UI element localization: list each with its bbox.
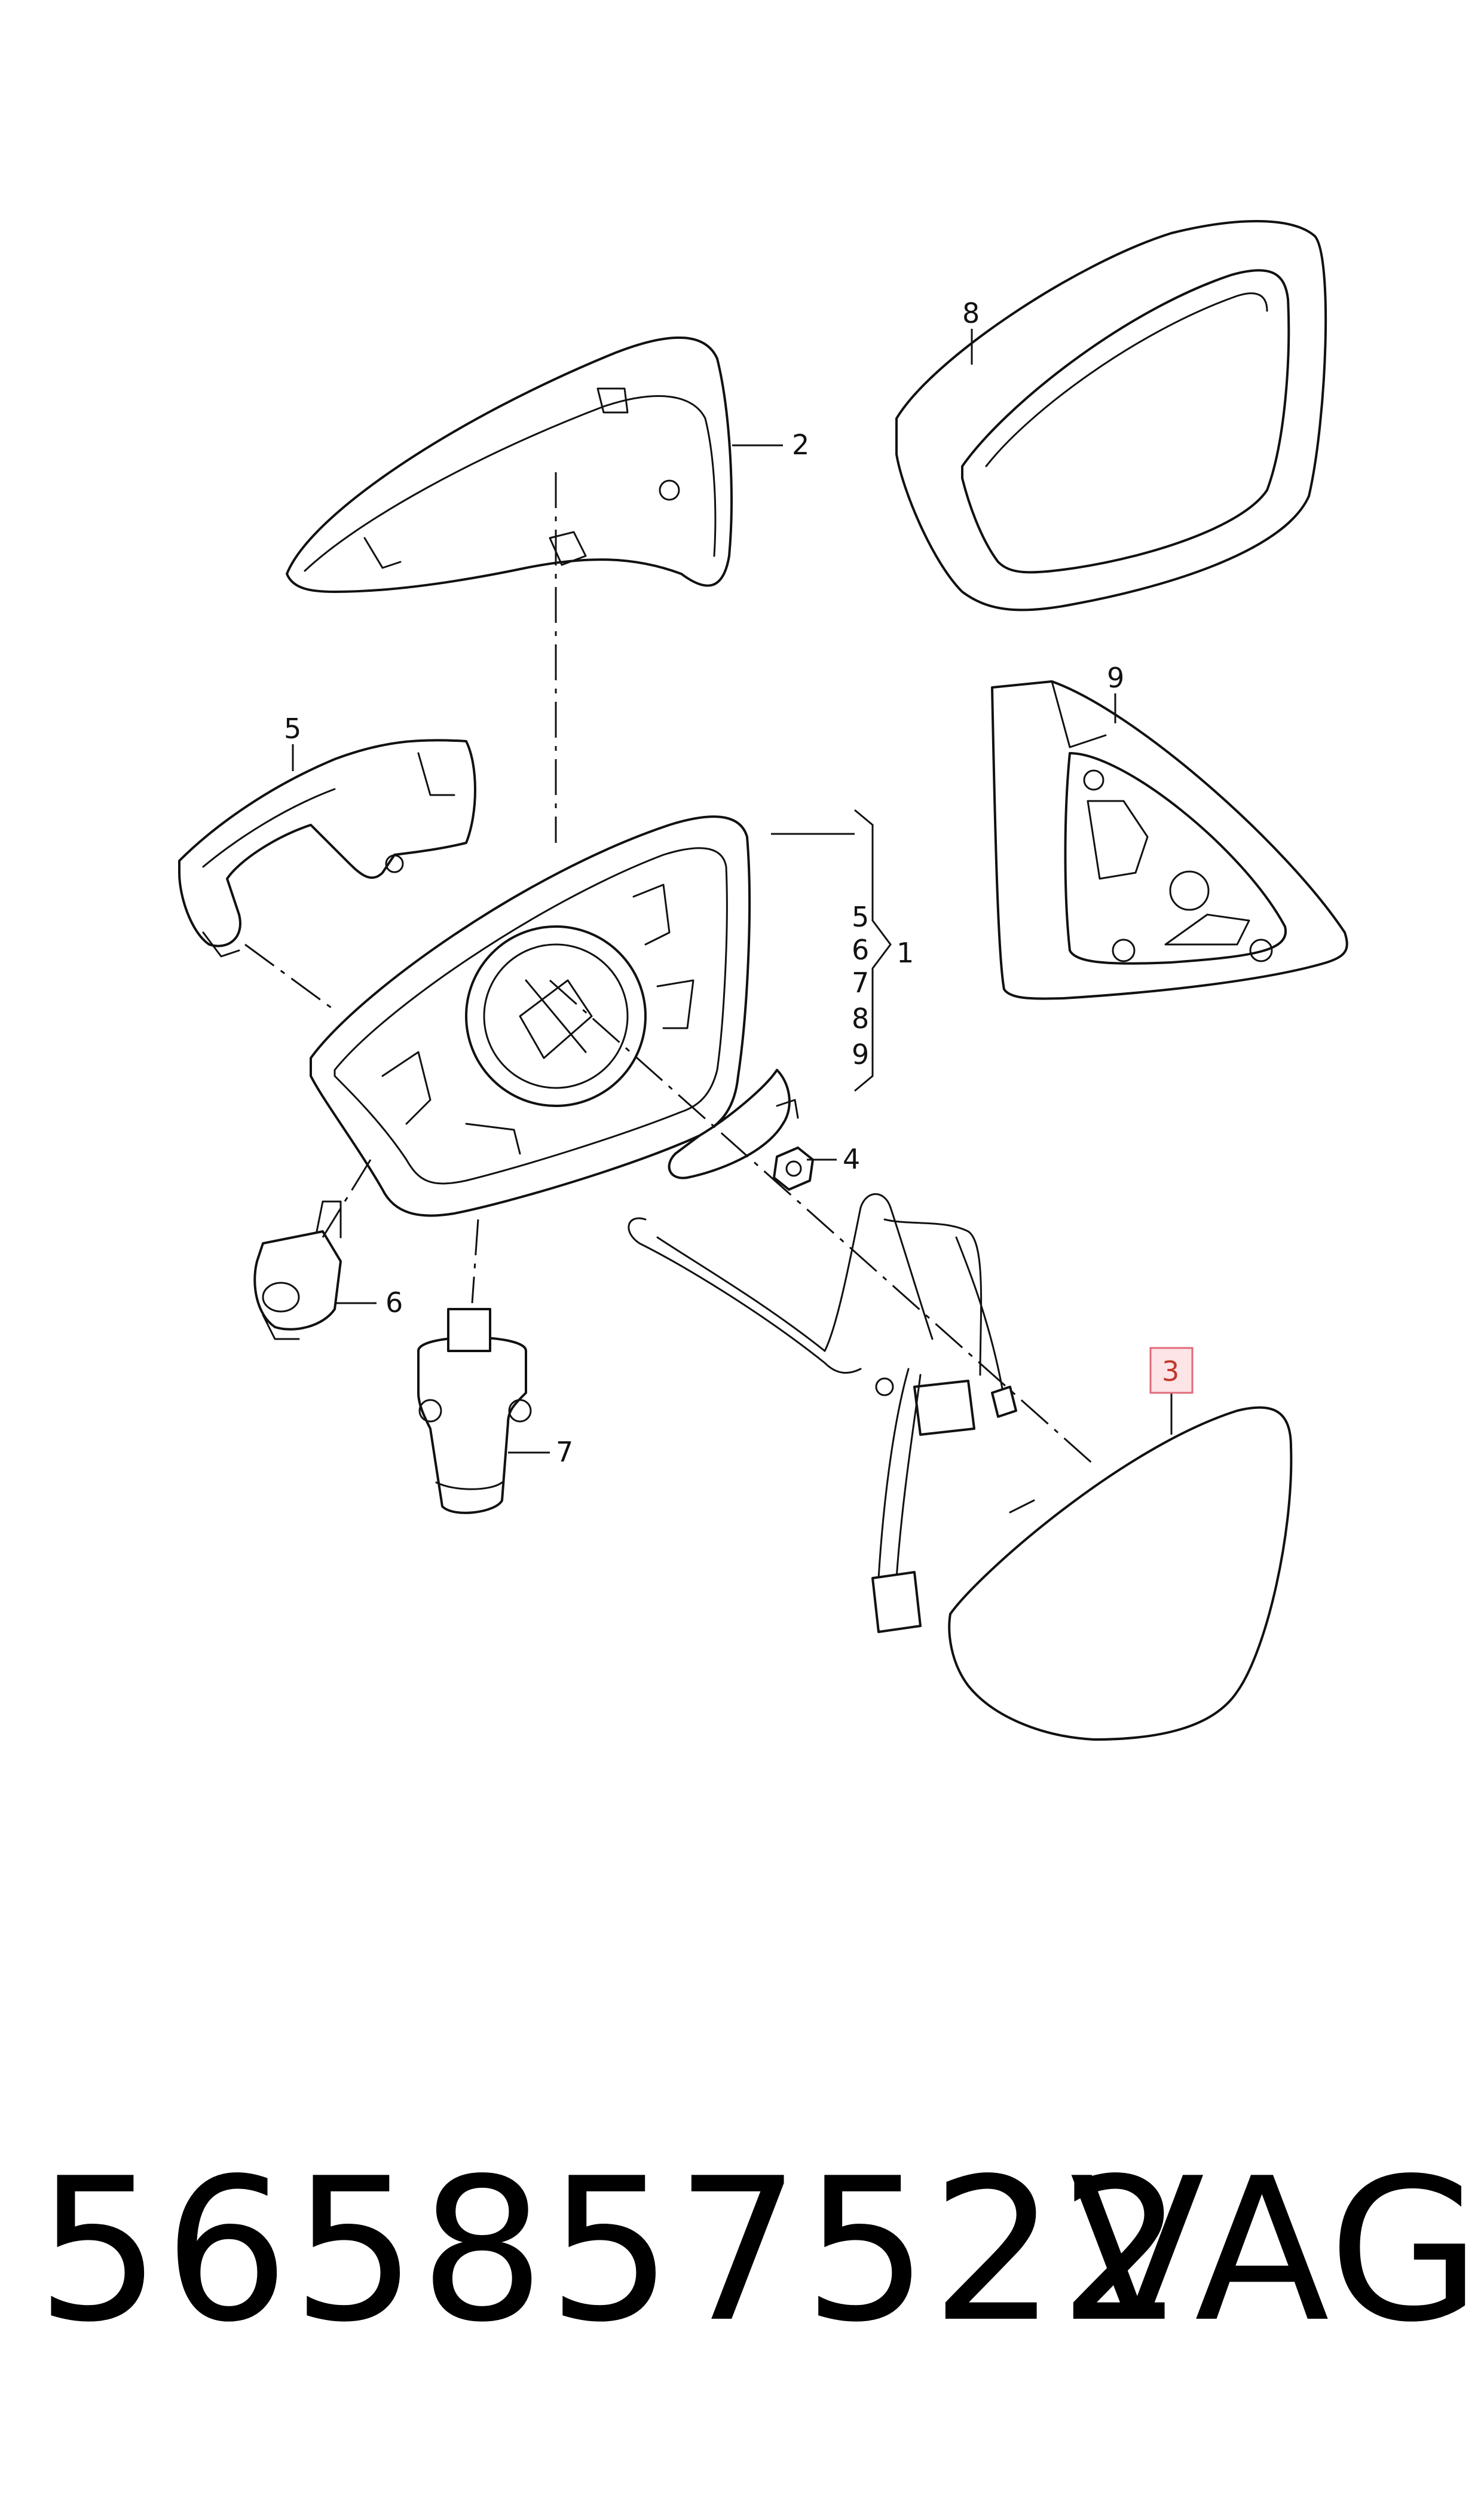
- bracket-clip: [178, 739, 476, 958]
- group-8: 8: [852, 1002, 869, 1035]
- group-9: 9: [852, 1038, 869, 1071]
- callout-3: 3: [1162, 1355, 1179, 1387]
- group-7: 7: [852, 967, 869, 999]
- group-6: 6: [852, 934, 869, 966]
- callout-1: 1: [896, 937, 914, 969]
- callout-9: 9: [1107, 662, 1124, 694]
- callout-3-highlight: [1149, 1347, 1194, 1394]
- mirror-frame: [895, 220, 1327, 612]
- callout-5: 5: [284, 713, 301, 745]
- leader-lines: [292, 329, 1173, 1454]
- callout-8: 8: [962, 297, 980, 329]
- brand-label: VAG: [1070, 2136, 1484, 2365]
- mirror-backing-plate: [991, 680, 1348, 1000]
- callout-labels: 2 8 9 5 1 5 6 7 8 9 4 6 7 3: [284, 297, 1194, 1468]
- assembly-centerlines: [244, 472, 1094, 1466]
- callout-2: 2: [792, 429, 809, 461]
- mirror-housing-assembly: [310, 815, 799, 1217]
- group-5: 5: [852, 901, 869, 933]
- hex-nut: [773, 1147, 814, 1191]
- callout-4: 4: [843, 1143, 860, 1175]
- mirror-cover-cap: [286, 336, 733, 593]
- socket-connector: [253, 1200, 342, 1340]
- part-number: 565857522: [36, 2136, 1187, 2365]
- callout-6: 6: [385, 1286, 403, 1319]
- wiring-harness: [628, 1193, 1017, 1633]
- callout-7: 7: [556, 1436, 573, 1468]
- adjustment-motor: [417, 1308, 532, 1514]
- mirror-glass: [948, 1406, 1293, 1741]
